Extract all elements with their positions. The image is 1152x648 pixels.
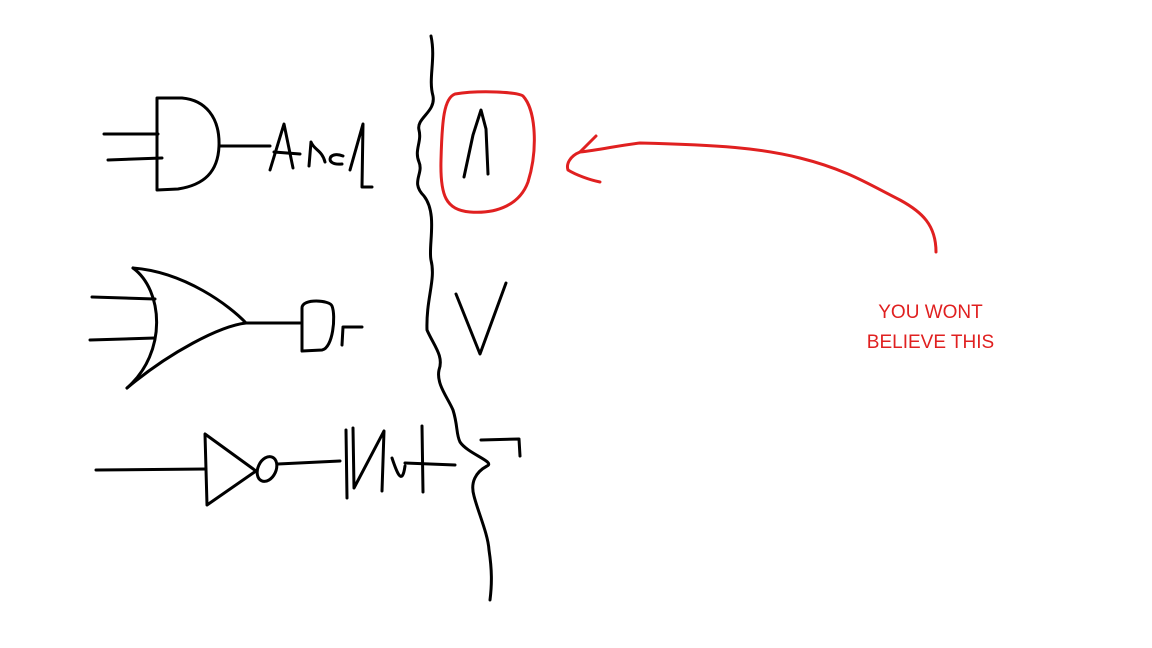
not-gate-bubble <box>255 455 279 483</box>
and-gate-body <box>155 96 221 192</box>
not-gate <box>94 432 342 507</box>
and-label-handwritten <box>268 122 374 189</box>
not-gate-output <box>276 459 342 466</box>
or-symbol <box>454 281 508 356</box>
wavy-divider <box>415 34 493 602</box>
pointer-arrow <box>566 134 938 254</box>
and-gate-input-2 <box>106 156 164 162</box>
annotation-line-2: BELIEVE THIS <box>866 332 995 353</box>
not-gate-input <box>94 467 208 472</box>
annotation-caption: YOU WONT BELIEVE THIS <box>858 298 1003 358</box>
not-symbol <box>479 437 522 458</box>
not-label-handwritten <box>344 424 457 500</box>
and-gate <box>102 96 272 192</box>
or-gate-body <box>125 266 248 390</box>
annotation-line-1: YOU WONT <box>878 302 983 323</box>
or-gate-input-1 <box>90 295 157 301</box>
or-gate-input-2 <box>88 336 157 342</box>
or-label-handwritten <box>300 299 364 353</box>
highlight-circle <box>439 90 536 214</box>
and-symbol <box>462 108 490 179</box>
not-gate-triangle <box>203 432 258 507</box>
or-gate <box>88 266 302 390</box>
or-gate-back-curve <box>125 266 158 390</box>
